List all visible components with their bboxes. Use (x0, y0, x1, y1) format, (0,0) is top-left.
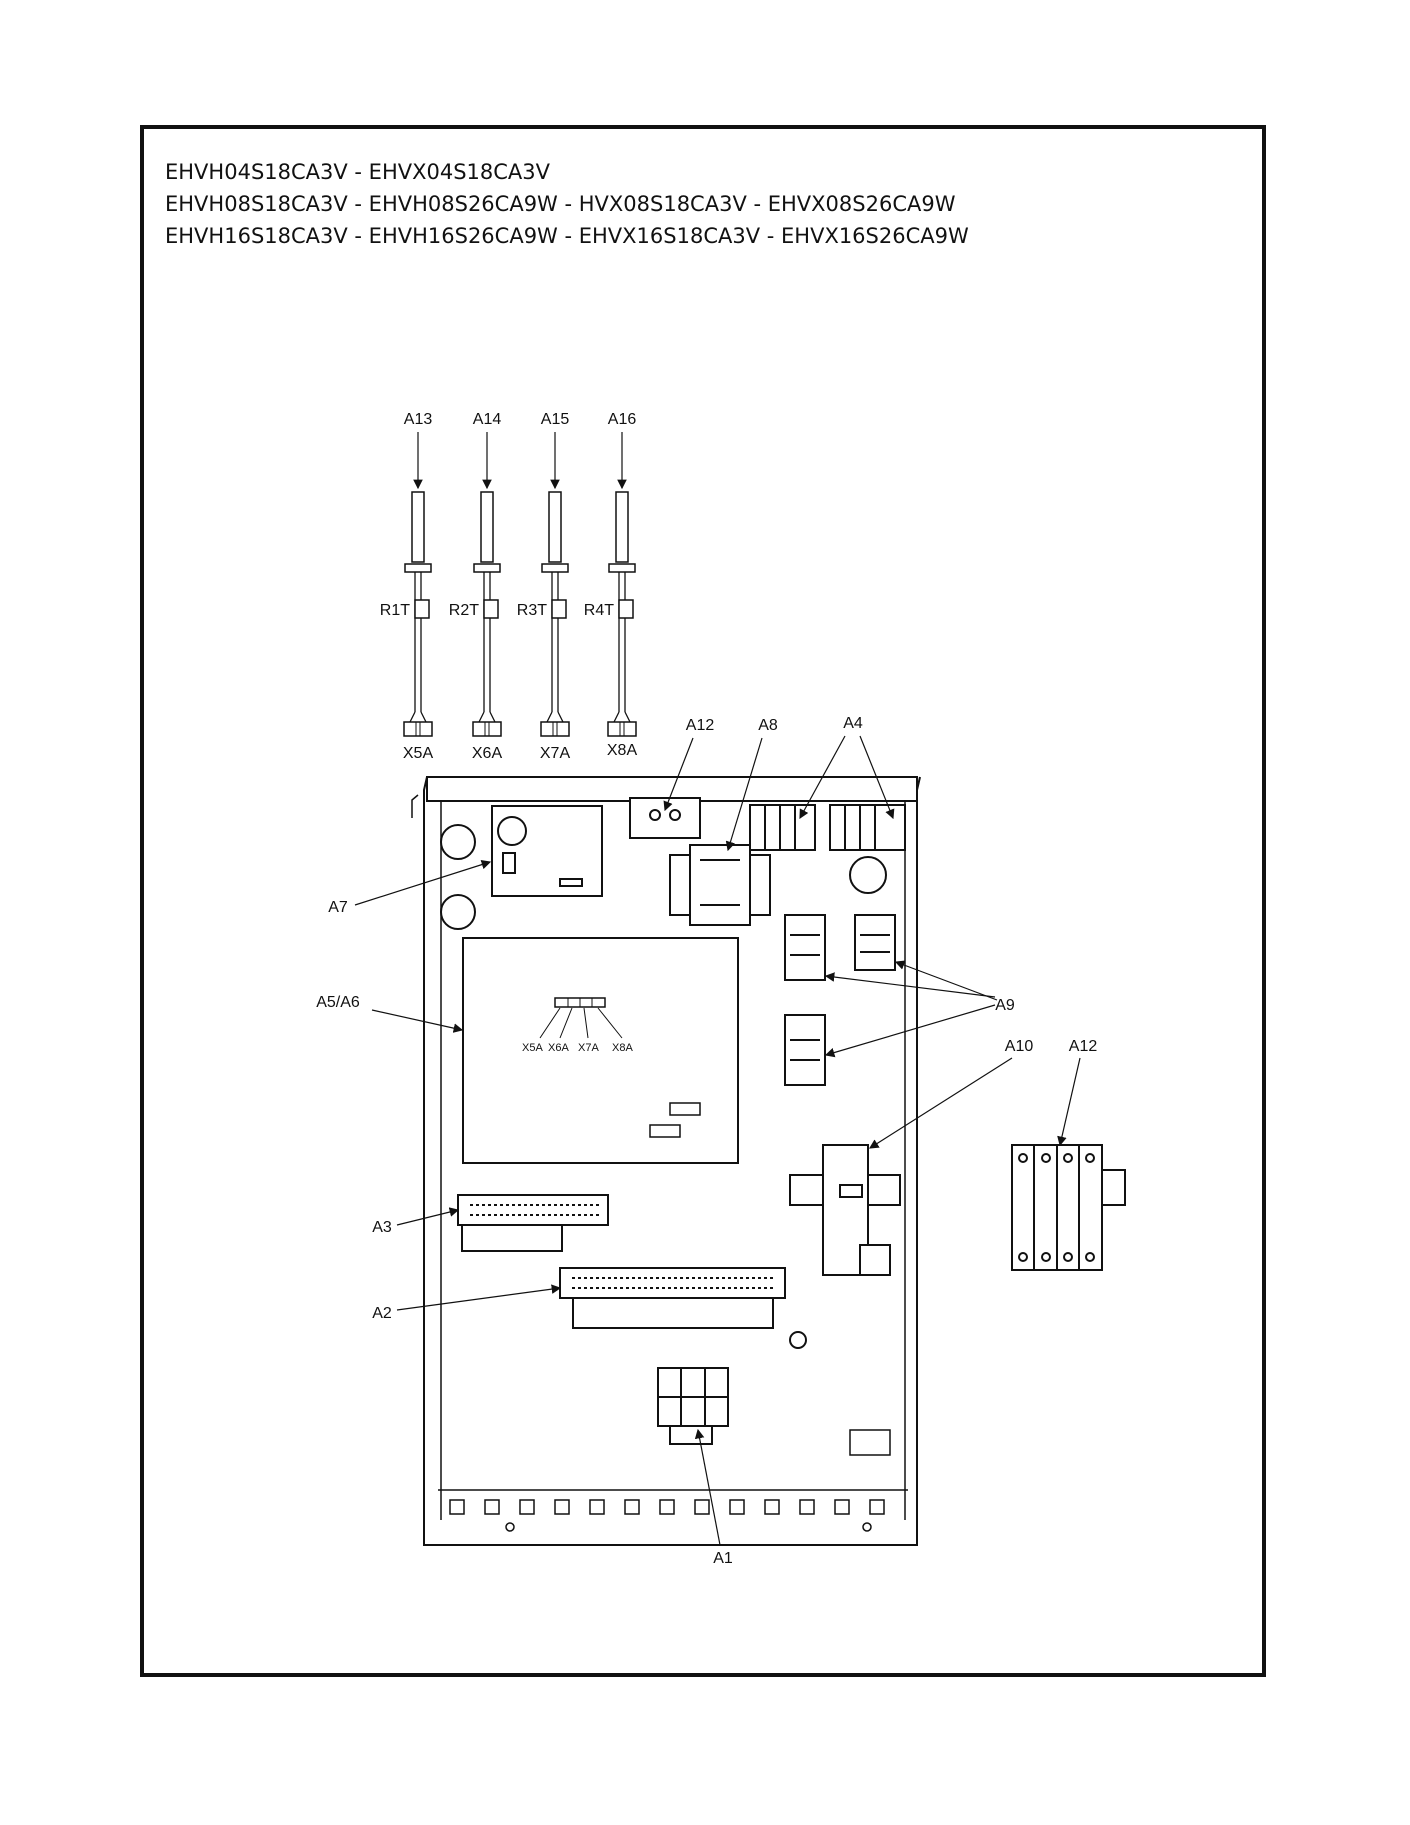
pcb-connector-label: X6A (548, 1042, 569, 1054)
component-a1-terminal (657, 1367, 729, 1445)
sensor-part-label: A14 (473, 411, 502, 428)
sensor-a13: A13 R1T X5A (380, 411, 434, 762)
sensor-resistor-label: R1T (380, 602, 410, 619)
sensor-connector-label: X7A (540, 745, 571, 762)
component-a9-contactors (784, 914, 896, 1086)
sensor-part-label: A15 (541, 411, 570, 428)
callout-label: A1 (713, 1550, 733, 1567)
pcb-connector-label: X8A (612, 1042, 633, 1054)
sensor-resistor-label: R2T (449, 602, 479, 619)
sensor-resistor-label: R3T (517, 602, 547, 619)
component-a8-transformer (669, 844, 771, 926)
callout-a7: A7 (328, 859, 492, 916)
callout-label: A7 (328, 899, 348, 916)
callout-a3: A3 (372, 1207, 460, 1236)
sensor-a15: A15 R3T X7A (517, 411, 571, 762)
callout-label: A3 (372, 1219, 392, 1236)
model-line: EHVH16S18CA3V - EHVH16S26CA9W - EHVX16S1… (165, 224, 969, 248)
component-a4-terminals (749, 804, 906, 894)
sensor-connector-label: X8A (607, 742, 638, 759)
sensor-part-label: A16 (608, 411, 637, 428)
model-line: EHVH04S18CA3V - EHVX04S18CA3V (165, 160, 551, 184)
callout-label: A12 (1069, 1038, 1098, 1055)
component-a10-breaker (789, 1144, 901, 1276)
sensor-connector-label: X5A (403, 745, 434, 762)
callout-a2: A2 (372, 1284, 562, 1322)
component-a5-a6-pcb: X5A X6A X7A X8A (462, 937, 739, 1164)
pcb-connector-label: X5A (522, 1042, 543, 1054)
callout-a12-top: A12 (663, 717, 715, 812)
callout-a10: A10 (868, 1038, 1034, 1149)
sensor-resistor-label: R4T (584, 602, 614, 619)
callout-a9: A9 (824, 960, 1015, 1058)
callout-a5-a6: A5/A6 (316, 994, 464, 1033)
callout-a8: A8 (725, 717, 778, 852)
component-a12-top (629, 797, 701, 839)
component-a2-terminal-strip (559, 1267, 807, 1349)
sensor-a16: A16 R4T X8A (584, 411, 638, 759)
sensor-connector-label: X6A (472, 745, 503, 762)
callout-a12-side: A12 (1057, 1038, 1098, 1147)
component-a3-terminal-strip (457, 1194, 609, 1252)
callout-label: A5/A6 (316, 994, 360, 1011)
model-list: EHVH04S18CA3V - EHVX04S18CA3V EHVH08S18C… (165, 156, 969, 252)
callout-label: A12 (686, 717, 715, 734)
component-a12-side-breaker (1011, 1144, 1126, 1271)
component-a7 (440, 805, 603, 930)
sensor-part-label: A13 (404, 411, 433, 428)
callout-label: A10 (1005, 1038, 1034, 1055)
rating-plate (849, 1429, 891, 1456)
callout-a4: A4 (799, 715, 895, 820)
sensor-a14: A14 R2T X6A (449, 411, 503, 762)
callout-label: A2 (372, 1305, 392, 1322)
pcb-connector-label: X7A (578, 1042, 599, 1054)
drawing-frame (140, 125, 1266, 1677)
callout-label: A9 (995, 997, 1015, 1014)
callout-a1: A1 (694, 1428, 733, 1567)
callout-label: A8 (758, 717, 778, 734)
model-line: EHVH08S18CA3V - EHVH08S26CA9W - HVX08S18… (165, 192, 956, 216)
callout-label: A4 (843, 715, 863, 732)
